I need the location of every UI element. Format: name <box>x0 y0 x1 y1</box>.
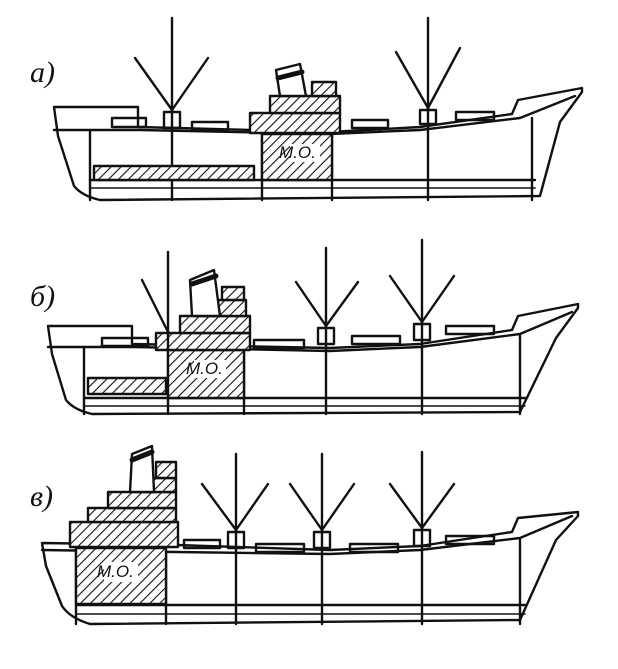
panel-label-b: б) <box>30 280 56 313</box>
engine-room-label-c: М.О. <box>97 562 134 581</box>
panel-label-c: в) <box>30 480 54 513</box>
engine-room-label-a: М.О. <box>279 143 316 162</box>
ship-c: М.О. <box>40 444 580 626</box>
hull-b <box>46 302 580 416</box>
hull-a <box>52 86 584 202</box>
funnel-a <box>274 62 308 98</box>
fuel-tank-b <box>86 376 168 396</box>
fuel-tank-a <box>92 164 256 182</box>
ship-b: М.О. <box>46 238 580 416</box>
engine-room-label-b: М.О. <box>186 359 223 378</box>
ship-a: М.О. <box>52 16 584 202</box>
panel-label-a: а) <box>30 56 55 89</box>
